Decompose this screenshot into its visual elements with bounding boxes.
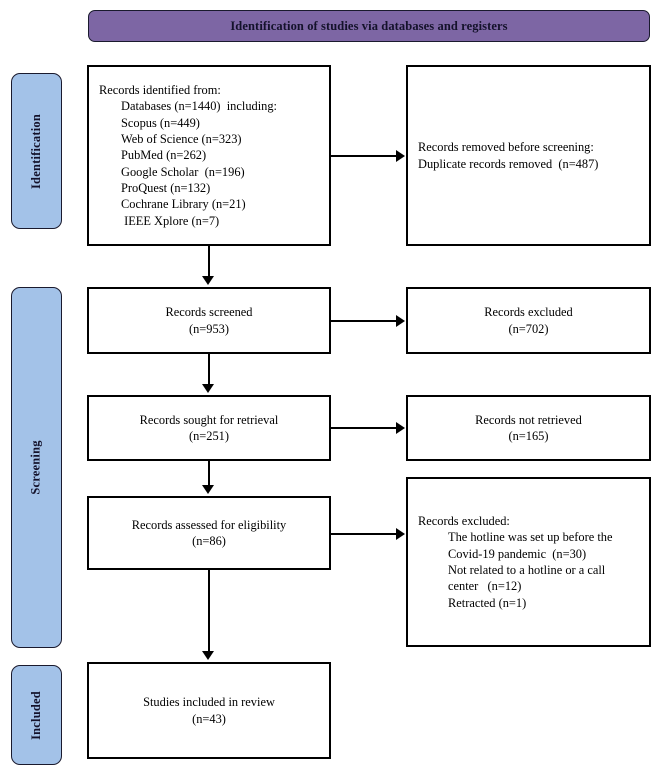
- box-records-identified: Records identified from: Databases (n=14…: [87, 65, 331, 246]
- box-records-excluded-with-reasons: Records excluded: The hotline was set up…: [406, 477, 651, 647]
- connector-screened-to-excluded: [331, 320, 397, 322]
- records-screened-count: (n=953): [188, 321, 230, 336]
- box-records-excluded: Records excluded (n=702): [406, 287, 651, 354]
- excluded-reasons-title: Records excluded:: [418, 513, 510, 528]
- connector-identified-to-removed: [331, 155, 397, 157]
- arrowhead-down-to-sought: [202, 384, 214, 393]
- records-identified-source-scopus: Scopus (n=449): [121, 115, 200, 130]
- excluded-reason-not-related-line2: center (n=12): [448, 579, 522, 594]
- records-identified-source-ieee-xplore: IEEE Xplore (n=7): [121, 213, 220, 228]
- records-not-retrieved-count: (n=165): [508, 429, 549, 443]
- studies-included-count: (n=43): [192, 711, 226, 726]
- box-records-removed-before-screening: Records removed before screening: Duplic…: [406, 65, 651, 246]
- records-not-retrieved-label: Records not retrieved: [475, 412, 582, 427]
- studies-included-label: Studies included in review: [143, 695, 275, 710]
- records-identified-title: Records identified from:: [99, 82, 221, 97]
- arrowhead-right-to-not-retrieved: [396, 422, 405, 434]
- arrowhead-right-to-removed: [396, 150, 405, 162]
- records-removed-title: Records removed before screening:: [418, 140, 594, 155]
- records-sought-label: Records sought for retrieval: [139, 412, 279, 427]
- excluded-reason-retracted: Retracted (n=1): [448, 595, 527, 610]
- records-identified-source-proquest: ProQuest (n=132): [121, 181, 211, 196]
- box-studies-included-in-review: Studies included in review (n=43): [87, 662, 331, 759]
- stage-tab-screening: Screening: [11, 287, 62, 648]
- records-assessed-count: (n=86): [192, 534, 226, 548]
- records-screened-label: Records screened: [165, 305, 253, 320]
- arrowhead-down-to-included: [202, 651, 214, 660]
- records-identified-source-cochrane-library: Cochrane Library (n=21): [121, 197, 246, 212]
- connector-assessed-to-excluded-reasons: [331, 533, 397, 535]
- connector-assessed-to-included: [208, 570, 210, 653]
- records-excluded-count: (n=702): [508, 321, 549, 336]
- arrowhead-right-to-excluded: [396, 315, 405, 327]
- stage-tab-identification-label: Identification: [29, 113, 43, 189]
- box-records-assessed-for-eligibility: Records assessed for eligibility (n=86): [87, 496, 331, 570]
- arrowhead-down-to-screened: [202, 276, 214, 285]
- records-identified-source-pubmed: PubMed (n=262): [121, 148, 207, 163]
- box-records-not-retrieved: Records not retrieved (n=165): [406, 395, 651, 461]
- excluded-reason-not-related-line1: Not related to a hotline or a call: [448, 563, 606, 577]
- records-assessed-label: Records assessed for eligibility: [131, 517, 287, 532]
- connector-sought-to-not-retrieved: [331, 427, 397, 429]
- diagram-header-banner: Identification of studies via databases …: [88, 10, 650, 42]
- arrowhead-down-to-assessed: [202, 485, 214, 494]
- records-excluded-label: Records excluded: [484, 305, 573, 320]
- stage-tab-included-label: Included: [29, 690, 43, 740]
- records-identified-source-web-of-science: Web of Science (n=323): [121, 131, 242, 146]
- connector-screened-to-sought: [208, 354, 210, 386]
- box-records-sought-for-retrieval: Records sought for retrieval (n=251): [87, 395, 331, 461]
- stage-tab-screening-label: Screening: [29, 440, 44, 495]
- connector-sought-to-assessed: [208, 461, 210, 487]
- excluded-reason-hotline-before-covid-line2: Covid-19 pandemic (n=30): [448, 546, 587, 561]
- box-records-screened: Records screened (n=953): [87, 287, 331, 354]
- records-identified-source-google-scholar: Google Scholar (n=196): [121, 164, 245, 179]
- arrowhead-right-to-excluded-reasons: [396, 528, 405, 540]
- excluded-reason-hotline-before-covid-line1: The hotline was set up before the: [448, 530, 613, 545]
- records-sought-count: (n=251): [188, 429, 230, 443]
- stage-tab-identification: Identification: [11, 73, 62, 229]
- connector-identified-to-screened: [208, 246, 210, 278]
- records-removed-duplicates: Duplicate records removed (n=487): [418, 156, 599, 171]
- stage-tab-included: Included: [11, 665, 62, 765]
- records-identified-source-databases: Databases (n=1440) including:: [121, 99, 277, 114]
